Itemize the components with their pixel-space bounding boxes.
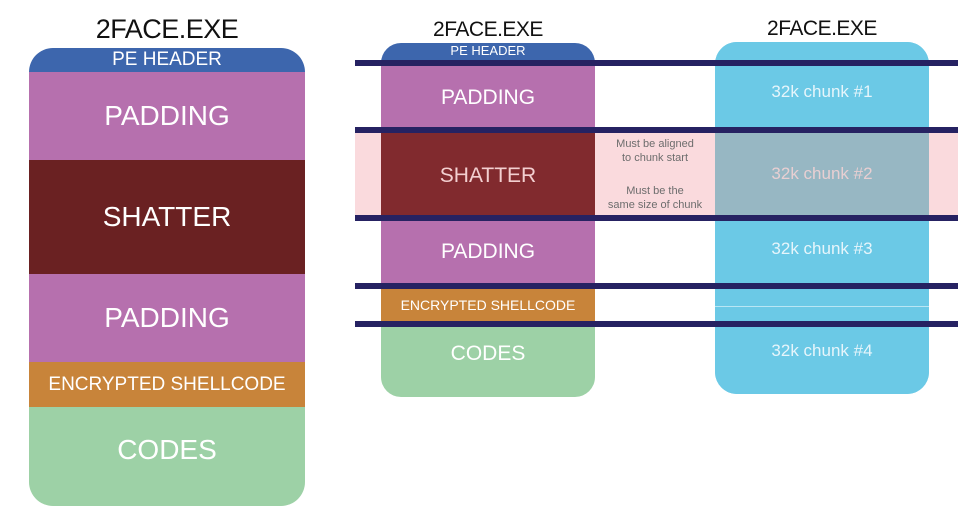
right-title: 2FACE.EXE: [767, 17, 877, 40]
chunk-label: 32k chunk #4: [771, 341, 873, 360]
chunk-label: 32k chunk #2: [771, 164, 873, 183]
encrypted-shellcode-segment: ENCRYPTED SHELLCODE: [29, 362, 305, 407]
padding-segment: PADDING: [381, 63, 595, 133]
padding-segment: PADDING: [29, 72, 305, 160]
chunk-boundary-line: [355, 127, 958, 133]
chunk-label: 32k chunk #1: [771, 81, 873, 101]
segment-label: ENCRYPTED SHELLCODE: [400, 297, 576, 313]
segment-label: PADDING: [440, 240, 536, 263]
padding-segment: PADDING: [381, 218, 595, 286]
middle-title: 2FACE.EXE: [433, 18, 543, 41]
shatter-segment: SHATTER: [29, 160, 305, 274]
shatter-segment: SHATTER: [381, 133, 595, 218]
note-line: same size of chunk: [607, 199, 703, 211]
segment-label: SHATTER: [102, 201, 232, 232]
alignment-note: Must be aligned to chunk start: [595, 137, 715, 165]
chunk-divider: [715, 306, 929, 307]
segment-label: PE HEADER: [450, 43, 526, 58]
segment-label: PADDING: [104, 100, 230, 131]
note-line: to chunk start: [621, 152, 689, 164]
chunk-label: 32k chunk #3: [771, 239, 873, 258]
pe-header-segment: PE HEADER: [381, 43, 595, 63]
size-note: Must be the same size of chunk: [595, 184, 715, 212]
chunk-boundary-line: [355, 283, 958, 289]
segment-label: PADDING: [104, 302, 230, 333]
segment-label: CODES: [450, 341, 526, 365]
segment-label: PADDING: [440, 86, 536, 109]
chunk-boundary-line: [355, 60, 958, 66]
middle-file-layout: PE HEADER PADDING SHATTER PADDING ENCRYP…: [381, 43, 595, 397]
segment-label: ENCRYPTED SHELLCODE: [48, 373, 286, 395]
codes-segment: CODES: [29, 407, 305, 506]
chunk-boundary-line: [355, 215, 958, 221]
segment-label: CODES: [117, 433, 217, 465]
chunk-boundary-line: [355, 321, 958, 327]
codes-segment: CODES: [381, 324, 595, 397]
chunk-2: 32k chunk #2: [715, 133, 929, 215]
padding-segment: PADDING: [29, 274, 305, 362]
segment-label: SHATTER: [439, 163, 537, 187]
chunk-3: 32k chunk #3: [715, 215, 929, 307]
encrypted-shellcode-segment: ENCRYPTED SHELLCODE: [381, 286, 595, 324]
chunk-1: 32k chunk #1: [715, 42, 929, 133]
left-title: 2FACE.EXE: [95, 14, 239, 44]
note-line: Must be aligned: [616, 138, 694, 150]
pe-header-segment: PE HEADER: [29, 48, 305, 72]
segment-label: PE HEADER: [112, 49, 222, 70]
chunk-4: 32k chunk #4: [715, 327, 929, 394]
note-line: Must be the: [626, 185, 684, 197]
left-file-layout: PE HEADER PADDING SHATTER PADDING ENCRYP…: [29, 48, 305, 506]
